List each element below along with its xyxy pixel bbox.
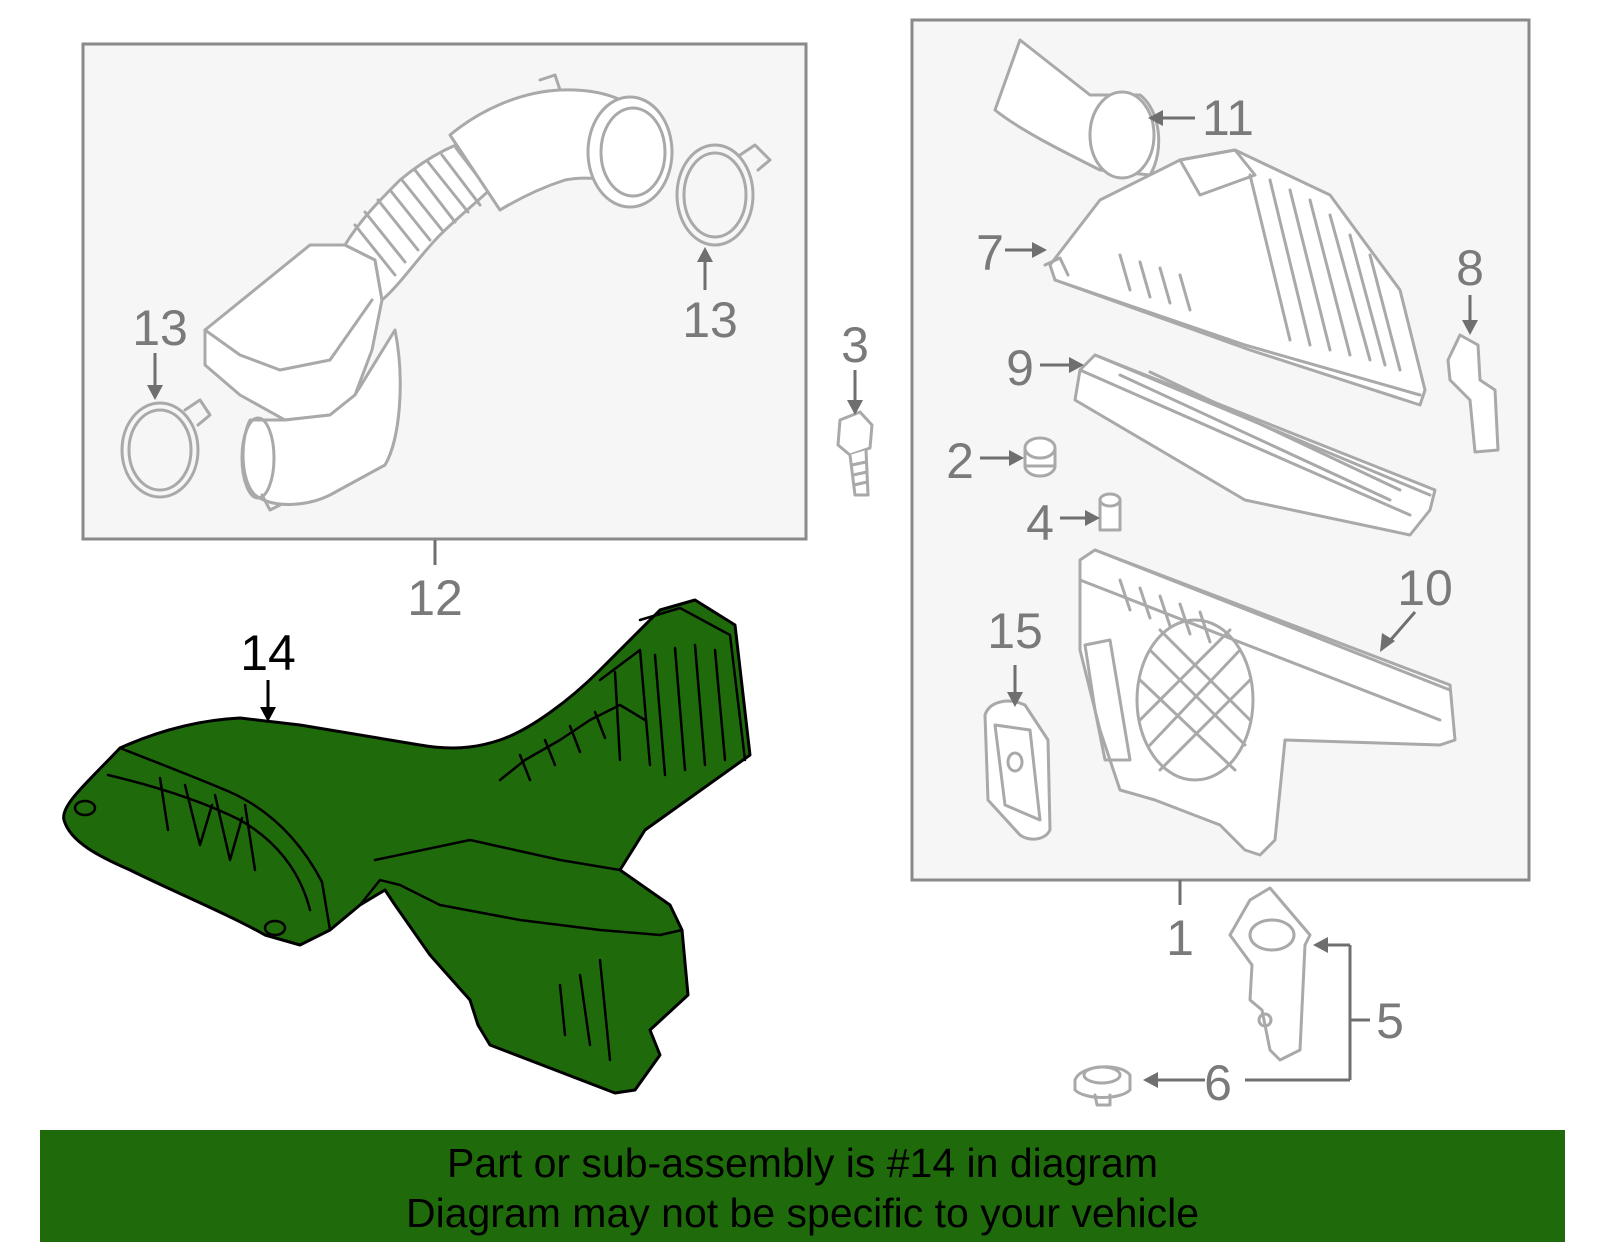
upper-housing-part	[1043, 148, 1427, 407]
air-duct-part-highlighted	[62, 598, 752, 1095]
callout-1: 1	[1166, 910, 1194, 966]
callout-8: 8	[1456, 240, 1484, 296]
callout-6: 6	[1204, 1055, 1232, 1111]
callout-3: 3	[841, 317, 869, 373]
bolt-part	[836, 410, 874, 497]
bracket-part	[1446, 333, 1500, 454]
callout-13-left: 13	[132, 300, 188, 356]
rubber-mount-part	[1073, 1065, 1132, 1107]
intake-hose-part	[203, 73, 674, 512]
banner-line-2: Diagram may not be specific to your vehi…	[405, 1190, 1199, 1236]
callout-11: 11	[1202, 90, 1254, 146]
callout-7: 7	[976, 225, 1004, 281]
notice-banner: Part or sub-assembly is #14 in diagram D…	[40, 1130, 1565, 1242]
pin-part	[1098, 492, 1122, 532]
assembly-12-frame	[81, 42, 808, 541]
callout-15: 15	[987, 603, 1043, 659]
callout-14: 14	[240, 625, 296, 681]
callout-12: 12	[407, 570, 463, 626]
callout-2: 2	[946, 433, 974, 489]
hose-clamp-part-right	[675, 143, 772, 247]
callout-9: 9	[1006, 340, 1034, 396]
leader-lines	[147, 110, 1478, 1088]
lower-housing-part	[1078, 548, 1457, 857]
mount-bracket-part	[1228, 886, 1312, 1062]
air-filter-part	[1073, 353, 1437, 537]
callout-13-right: 13	[682, 292, 738, 348]
grommet-part	[1023, 436, 1057, 478]
callout-4: 4	[1026, 495, 1054, 551]
hose-clamp-part-left	[120, 398, 212, 499]
banner-line-1: Part or sub-assembly is #14 in diagram	[447, 1140, 1158, 1186]
cover-part	[983, 699, 1052, 841]
callout-5: 5	[1376, 993, 1404, 1049]
callout-10: 10	[1397, 560, 1453, 616]
